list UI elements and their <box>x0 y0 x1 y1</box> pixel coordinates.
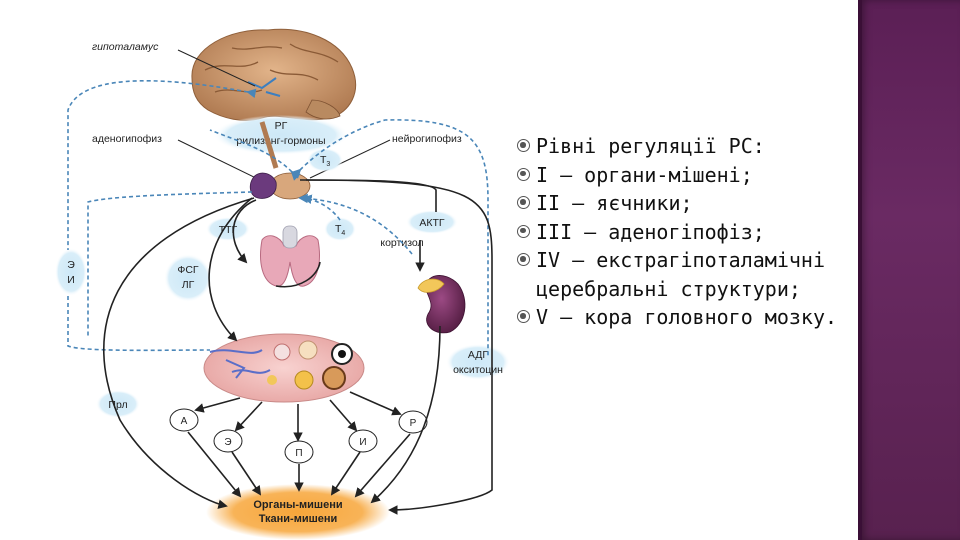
bullet-text: Рівні регуляції РС: <box>536 134 765 158</box>
hormone-circle-i <box>348 429 378 453</box>
t4-label-bg <box>324 217 356 241</box>
bullet-text: II – яєчники; <box>536 191 693 215</box>
e-side-label: Э <box>67 259 75 271</box>
actg-label-bg <box>406 210 458 234</box>
target-bullet-icon <box>517 253 530 266</box>
bullet-text: III – аденогіпофіз; <box>536 219 765 244</box>
target-tissues-label: Ткани-мишени <box>259 513 338 525</box>
list-item: II – яєчники; <box>517 189 852 218</box>
prl-label: Прл <box>108 399 127 411</box>
hormone-circle-r <box>398 410 428 434</box>
hypothalamus-label: гипоталамус <box>92 41 159 53</box>
decorative-side-bar <box>858 0 960 540</box>
bullet-text: IV – екстрагіпоталамічні церебральні стр… <box>536 248 825 301</box>
target-bullet-icon <box>517 224 530 238</box>
action-arrows <box>102 179 493 515</box>
fsg-lg-label-bg <box>164 254 212 302</box>
list-item: V – кора головного мозку. <box>517 303 852 332</box>
target-bullet-icon <box>517 167 530 181</box>
target-bullet-icon <box>517 139 530 152</box>
hormone-r-label: Р <box>410 418 417 429</box>
target-organs-bg <box>206 484 390 540</box>
adenohypophysis-pointer <box>177 139 257 179</box>
list-item: III – аденогіпофіз; <box>517 218 852 247</box>
thyroid-gland <box>260 225 320 287</box>
rg-hormones-label: рилизинг-гормоны <box>236 135 325 147</box>
oxytocin-label: окситоцин <box>453 364 503 376</box>
hormone-i-label: И <box>359 437 366 448</box>
ttg-label-bg <box>206 217 250 241</box>
hormone-circle-a <box>169 408 199 432</box>
rg-label: РГ <box>275 120 288 132</box>
actg-label: АКТГ <box>419 217 445 229</box>
t4-label: Т4 <box>335 223 345 237</box>
adenohypophysis-label: аденогипофиз <box>92 133 162 145</box>
target-bullet-icon <box>517 196 530 209</box>
i-side-label: И <box>67 274 75 286</box>
hormone-p-label: П <box>295 448 302 459</box>
adrenal-kidney <box>417 275 466 334</box>
hormone-e-label: Э <box>224 437 231 448</box>
hypothalamus-pointer <box>177 49 256 87</box>
list-item: Рівні регуляції РС: <box>517 132 852 161</box>
list-item: IV – екстрагіпоталамічні церебральні стр… <box>517 246 852 303</box>
t3-label: Т3 <box>320 154 330 168</box>
bullet-text: I – органи-мішені; <box>536 162 753 187</box>
list-item: I – органи-мішені; <box>517 161 852 190</box>
target-organs-label: Органы-мишени <box>253 499 342 511</box>
adg-label-bg <box>446 344 510 380</box>
pituitary-gland <box>249 121 311 200</box>
brain-illustration <box>191 28 357 121</box>
ovary-illustration <box>203 333 365 403</box>
fsg-label: ФСГ <box>177 264 199 276</box>
endocrine-regulation-diagram: гипоталамус РГ рилизинг-гормоны аденогип… <box>55 28 510 540</box>
target-bullet-icon <box>517 310 530 323</box>
hormone-circle-e <box>213 429 243 453</box>
prl-label-bg <box>96 390 140 418</box>
regulation-levels-list: Рівні регуляції РС: I – органи-мішені; I… <box>517 132 852 332</box>
lg-label: ЛГ <box>182 279 195 291</box>
neurohypophysis-label: нейрогипофиз <box>392 133 462 145</box>
adg-label: АДГ <box>468 349 488 361</box>
t3-label-bg <box>307 148 343 172</box>
hormone-a-label: А <box>181 416 188 427</box>
ttg-label: ТТГ <box>219 224 238 236</box>
feedback-arrows <box>67 79 489 356</box>
e-i-label-bg <box>55 248 87 296</box>
bullet-text: V – кора головного мозку. <box>536 305 838 329</box>
